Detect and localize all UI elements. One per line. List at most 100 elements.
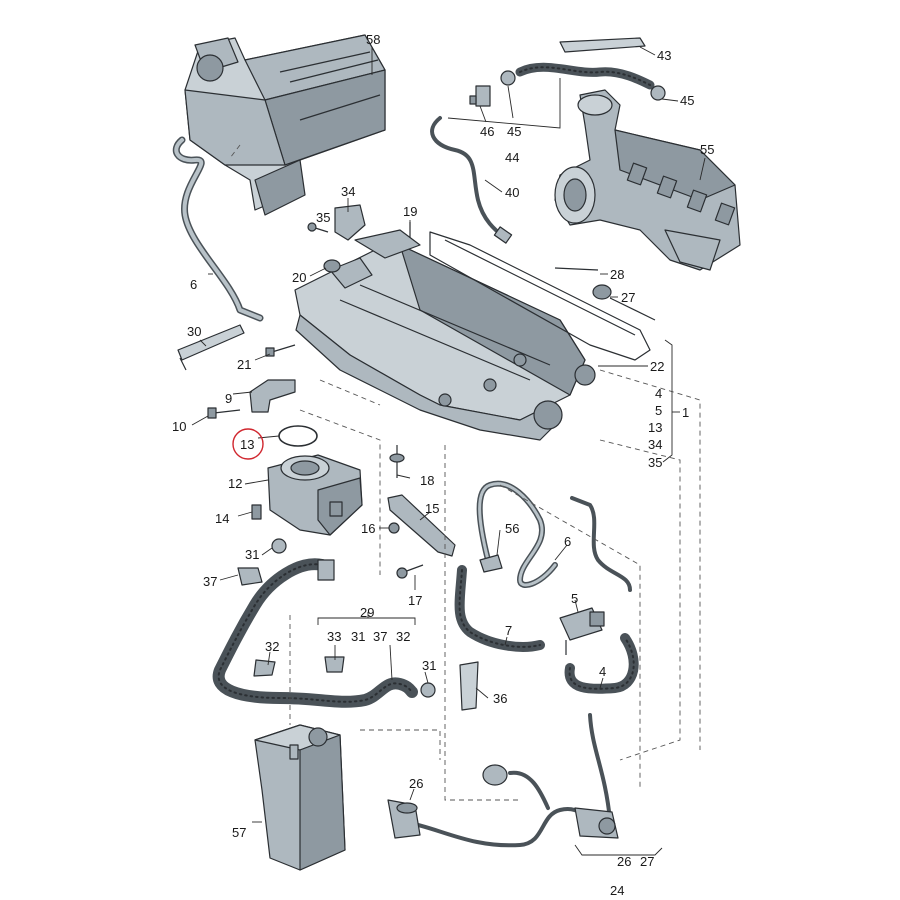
callout-27: 27: [621, 290, 635, 305]
callout-40: 40: [505, 185, 519, 200]
clamp-31-lower: [420, 682, 436, 698]
callout-26-lower: 26: [617, 854, 631, 869]
callout-55: 55: [700, 142, 714, 157]
vacuum-hose-56: [476, 480, 558, 588]
bolt-35: [307, 222, 329, 233]
callout-56: 56: [505, 521, 519, 536]
leader-lines: [191, 46, 706, 856]
callout-21: 21: [237, 357, 251, 372]
bolt-14: [251, 504, 262, 520]
holder-30: [177, 324, 245, 371]
callout-43: 43: [657, 48, 671, 63]
callout-24: 24: [610, 883, 624, 898]
callout-6: 6: [190, 277, 197, 292]
map-sensor-34: [334, 204, 366, 241]
callout-6-lower: 6: [564, 534, 571, 549]
callout-7: 7: [505, 623, 512, 638]
callout-31: 31: [245, 547, 259, 562]
callout-44: 44: [505, 150, 519, 165]
air-filter-housing: [184, 34, 386, 216]
callout-58: 58: [366, 32, 380, 47]
bolt-17: [396, 564, 424, 579]
callout-31-mid: 31: [351, 629, 365, 644]
hose-44: [515, 62, 655, 90]
clamp-37-left: [237, 567, 263, 586]
turbocharger: [554, 89, 741, 271]
callout-5-lower: 5: [571, 591, 578, 606]
callout-17: 17: [408, 593, 422, 608]
hose-4: [564, 633, 639, 694]
connector-45-left: [500, 70, 516, 86]
hose-7: [454, 565, 545, 652]
clamp-33: [324, 656, 345, 673]
callout-33: 33: [327, 629, 341, 644]
callout-29: 29: [360, 605, 374, 620]
heat-shield-43: [559, 37, 646, 53]
callout-45: 45: [507, 124, 521, 139]
connector-46: [469, 85, 491, 107]
callout-15: 15: [425, 501, 439, 516]
valve-26-left: [387, 799, 421, 839]
callout-16: 16: [361, 521, 375, 536]
callout-12: 12: [228, 476, 242, 491]
nut-20: [323, 259, 341, 273]
reference-lines: [229, 144, 701, 801]
callout-20: 20: [292, 270, 306, 285]
callout-34: 34: [341, 184, 355, 199]
callout-1: 1: [682, 405, 689, 420]
callout-19: 19: [403, 204, 417, 219]
connector-valve-mid: [482, 764, 508, 786]
o-ring-13: [278, 425, 318, 447]
callout-57: 57: [232, 825, 246, 840]
callout-32-left: 32: [265, 639, 279, 654]
large-hose-37: [212, 558, 418, 708]
connector-45-right: [650, 85, 666, 101]
bracket-15: [387, 494, 456, 557]
intake-gasket: [429, 231, 651, 361]
sleeve-36: [459, 661, 479, 711]
callout-34-list: 34: [648, 437, 662, 452]
nut-16: [388, 522, 400, 534]
hose-40: [430, 116, 513, 244]
callout-37-mid: 37: [373, 629, 387, 644]
stud-18: [389, 445, 405, 478]
callout-46: 46: [480, 124, 494, 139]
stud-28: [554, 267, 599, 271]
callout-30: 30: [187, 324, 201, 339]
callout-10: 10: [172, 419, 186, 434]
clamp-31-upper: [271, 538, 287, 554]
charcoal-canister-57: [254, 724, 346, 871]
highlight-circle: [232, 428, 264, 460]
breather-hose-6: [172, 136, 264, 322]
callout-13: 13: [240, 437, 254, 452]
intake-manifold: [294, 229, 596, 441]
callout-18: 18: [420, 473, 434, 488]
callout-35-list: 35: [648, 455, 662, 470]
callout-4: 4: [655, 386, 662, 401]
callout-4-lower: 4: [599, 664, 606, 679]
vacuum-hose-6: [570, 496, 632, 592]
callouts: 58 43 45 46 45 44 40 55 34 35 19 6 20 28…: [172, 32, 714, 898]
callout-5: 5: [655, 403, 662, 418]
callout-36: 36: [493, 691, 507, 706]
throttle-body-12: [267, 454, 363, 536]
callout-27-lower: 27: [640, 854, 654, 869]
callout-32: 32: [396, 629, 410, 644]
callout-35: 35: [316, 210, 330, 225]
callout-45: 45: [680, 93, 694, 108]
bolt-10: [207, 407, 241, 419]
callout-28: 28: [610, 267, 624, 282]
callout-22: 22: [650, 359, 664, 374]
callout-9: 9: [225, 391, 232, 406]
bolt-21: [265, 344, 296, 357]
nut-27: [592, 284, 656, 321]
callout-37: 37: [203, 574, 217, 589]
solenoid-valve-5: [559, 607, 605, 655]
callout-31-lower: 31: [422, 658, 436, 673]
callout-13-list: 13: [648, 420, 662, 435]
valve-26-right: [574, 807, 619, 839]
callout-14: 14: [215, 511, 229, 526]
callout-26: 26: [409, 776, 423, 791]
clamp-32-left: [253, 659, 276, 677]
